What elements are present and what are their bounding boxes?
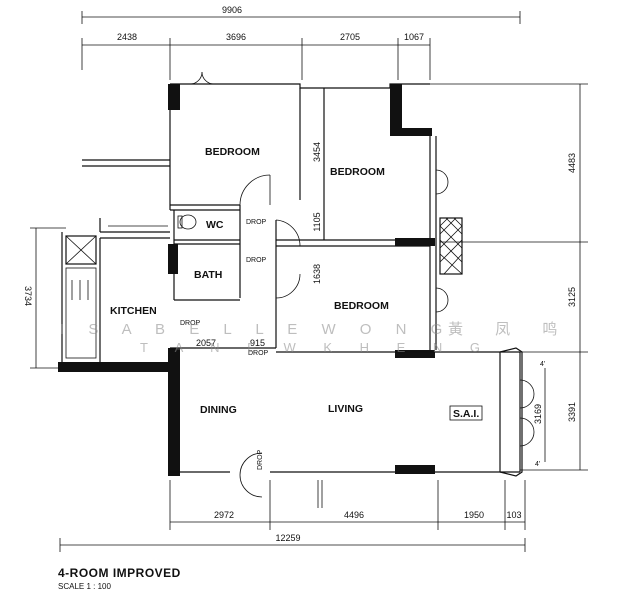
dim-mid-1: 2057 — [196, 338, 216, 348]
right-dimensions: 4483 3125 3391 3169 4' 4' — [430, 83, 588, 471]
left-dimensions: 3734 — [23, 227, 66, 369]
room-label-bedroom-1: BEDROOM — [205, 146, 260, 158]
dim-bay-right: 4' — [540, 361, 545, 368]
walls — [58, 83, 521, 476]
room-label-dining: DINING — [200, 404, 237, 416]
room-label-wc: WC — [206, 219, 224, 231]
dim-overall-bottom: 12259 — [275, 533, 300, 543]
room-label-kitchen: KITCHEN — [110, 305, 157, 317]
room-label-bedroom-3: BEDROOM — [334, 300, 389, 312]
dim-bottom-4: 103 — [506, 510, 521, 520]
dim-overall-top: 9906 — [222, 5, 242, 15]
drop-label-kitchen: DROP — [180, 320, 201, 327]
plan-title: 4-ROOM IMPROVED — [58, 566, 181, 580]
dim-bay-height: 3169 — [533, 404, 543, 424]
dim-bed-3: 1638 — [312, 264, 322, 284]
plan-caption: 4-ROOM IMPROVED SCALE 1 : 100 — [58, 566, 181, 591]
dim-right-1: 4483 — [567, 153, 577, 173]
drop-label-wc: DROP — [246, 219, 267, 226]
watermark-line-1: I S A B E L L E W O N G — [60, 321, 452, 338]
plan-scale: SCALE 1 : 100 — [58, 582, 111, 591]
top-dimensions: 9906 2438 3696 2705 1067 — [81, 5, 521, 80]
dim-right-3: 3391 — [567, 402, 577, 422]
room-label-bedroom-2: BEDROOM — [330, 166, 385, 178]
dim-bay-left: 4' — [535, 461, 540, 468]
dim-bottom-3: 1950 — [464, 510, 484, 520]
dim-top-1: 2438 — [117, 32, 137, 42]
watermark-line-1-cn: 黃 凤 鸣 — [448, 321, 571, 338]
dim-top-4: 1067 — [404, 32, 424, 42]
drop-label-living: DROP — [248, 350, 269, 357]
bottom-dimensions: 2972 4496 1950 103 12259 — [59, 480, 526, 552]
dim-top-2: 3696 — [226, 32, 246, 42]
dim-bed-1: 3454 — [312, 142, 322, 162]
bay-window — [499, 347, 523, 477]
room-label-sai: S.A.I. — [453, 408, 479, 420]
dim-bottom-1: 2972 — [214, 510, 234, 520]
service-duct — [439, 217, 463, 275]
dim-bottom-2: 4496 — [344, 510, 364, 520]
dim-left: 3734 — [23, 286, 33, 306]
dim-bed-2: 1105 — [312, 212, 322, 231]
toilet — [177, 214, 197, 230]
windows — [108, 169, 535, 508]
room-label-living: LIVING — [328, 403, 363, 415]
drop-label-entrance: DROP — [257, 449, 264, 470]
dim-right-2: 3125 — [567, 287, 577, 307]
drop-label-bath: DROP — [246, 257, 267, 264]
room-label-bath: BATH — [194, 269, 222, 281]
dim-mid-2: 915 — [250, 338, 265, 348]
doors — [189, 71, 301, 498]
watermark-line-2: T A N E W K H E N G — [140, 340, 492, 355]
dim-top-3: 2705 — [340, 32, 360, 42]
